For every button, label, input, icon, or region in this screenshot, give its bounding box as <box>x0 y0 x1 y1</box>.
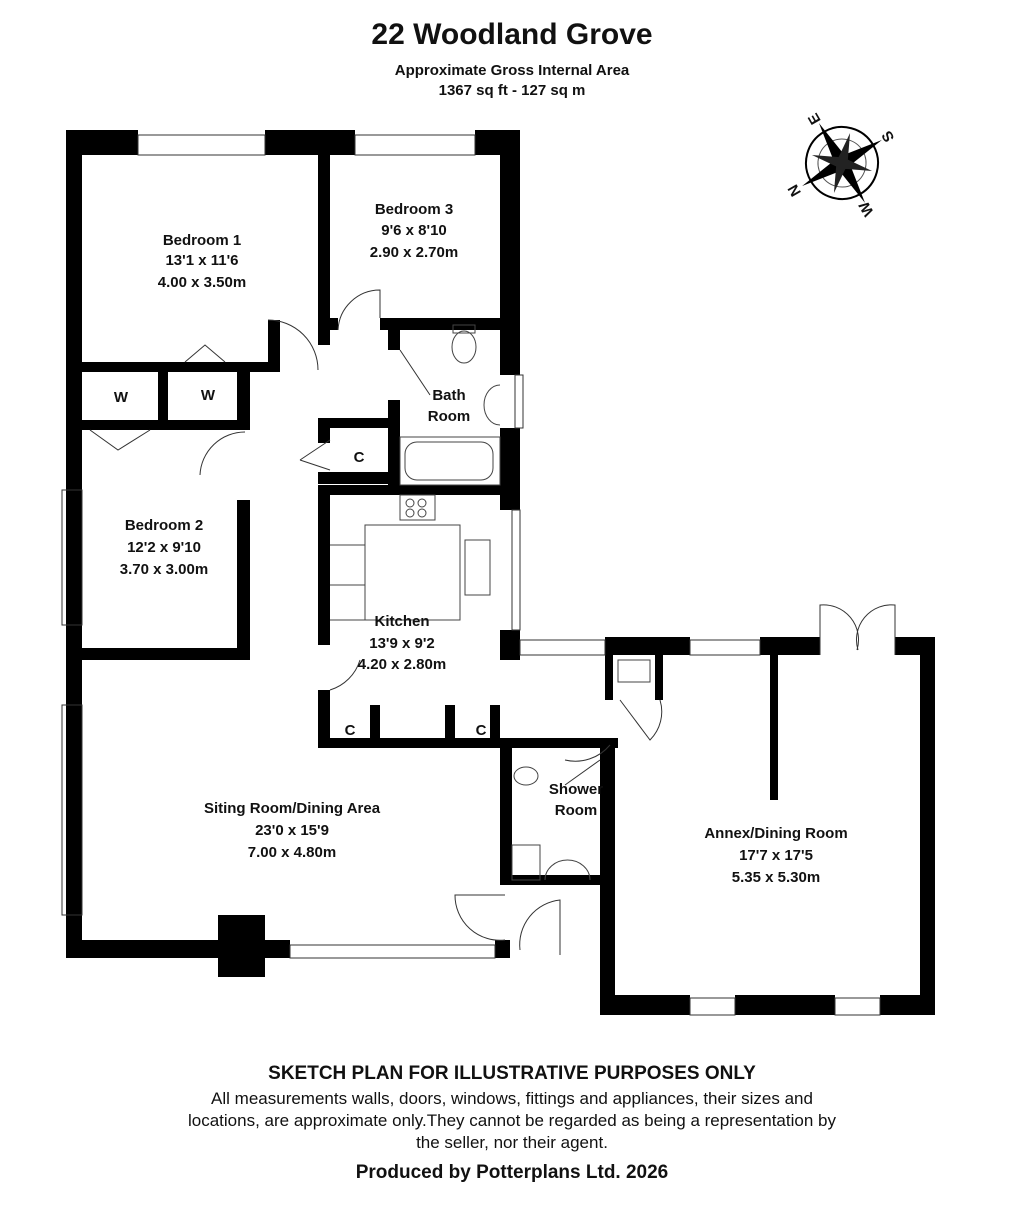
doors <box>89 289 896 955</box>
walls <box>66 130 935 1015</box>
compass-s: S <box>878 128 898 145</box>
room-name: Annex/Dining Room <box>704 825 847 842</box>
room-metric: 5.35 x 5.30m <box>732 869 820 886</box>
room-metric: 3.70 x 3.00m <box>120 561 208 578</box>
room-imperial: 13'1 x 11'6 <box>165 252 238 269</box>
room-name: Bedroom 2 <box>125 517 203 534</box>
cupboard-label: C <box>345 722 356 739</box>
room-metric: 2.90 x 2.70m <box>370 244 458 261</box>
plan-area: 1367 sq ft - 127 sq m <box>438 82 586 99</box>
compass-e: E <box>805 110 825 127</box>
room-imperial: 17'7 x 17'5 <box>739 847 813 864</box>
cupboard-label: C <box>476 722 487 739</box>
compass-rose: N S E W <box>785 110 898 219</box>
room-metric: 4.20 x 2.80m <box>358 656 446 673</box>
producer-credit: Produced by Potterplans Ltd. 2026 <box>355 1162 669 1183</box>
windows <box>61 134 881 1016</box>
compass-n: N <box>785 181 805 199</box>
room-name: Bedroom 1 <box>163 232 241 249</box>
disclaimer-body: All measurements walls, doors, windows, … <box>188 1089 836 1152</box>
bath-label: Room <box>428 408 471 425</box>
shower-label: Room <box>555 802 598 819</box>
compass-w: W <box>855 198 877 219</box>
wardrobe-label: W <box>114 389 129 406</box>
shower-label: Shower <box>549 781 603 798</box>
fixtures <box>330 324 651 881</box>
room-name: Kitchen <box>374 613 429 630</box>
room-metric: 4.00 x 3.50m <box>158 274 246 291</box>
room-name: Bedroom 3 <box>375 201 453 218</box>
cupboard-label: C <box>354 449 365 466</box>
room-imperial: 23'0 x 15'9 <box>255 822 329 839</box>
room-imperial: 13'9 x 9'2 <box>369 635 435 652</box>
room-imperial: 9'6 x 8'10 <box>381 222 447 239</box>
room-labels: Bedroom 1 13'1 x 11'6 4.00 x 3.50m Bedro… <box>114 201 848 886</box>
room-metric: 7.00 x 4.80m <box>248 844 336 861</box>
wardrobe-label: W <box>201 387 216 404</box>
room-name: Siting Room/Dining Area <box>204 800 381 817</box>
plan-subtitle: Approximate Gross Internal Area <box>394 62 630 79</box>
room-imperial: 12'2 x 9'10 <box>127 539 201 556</box>
bath-label: Bath <box>432 387 465 404</box>
disclaimer-title: SKETCH PLAN FOR ILLUSTRATIVE PURPOSES ON… <box>268 1063 756 1084</box>
plan-title: 22 Woodland Grove <box>371 18 653 51</box>
